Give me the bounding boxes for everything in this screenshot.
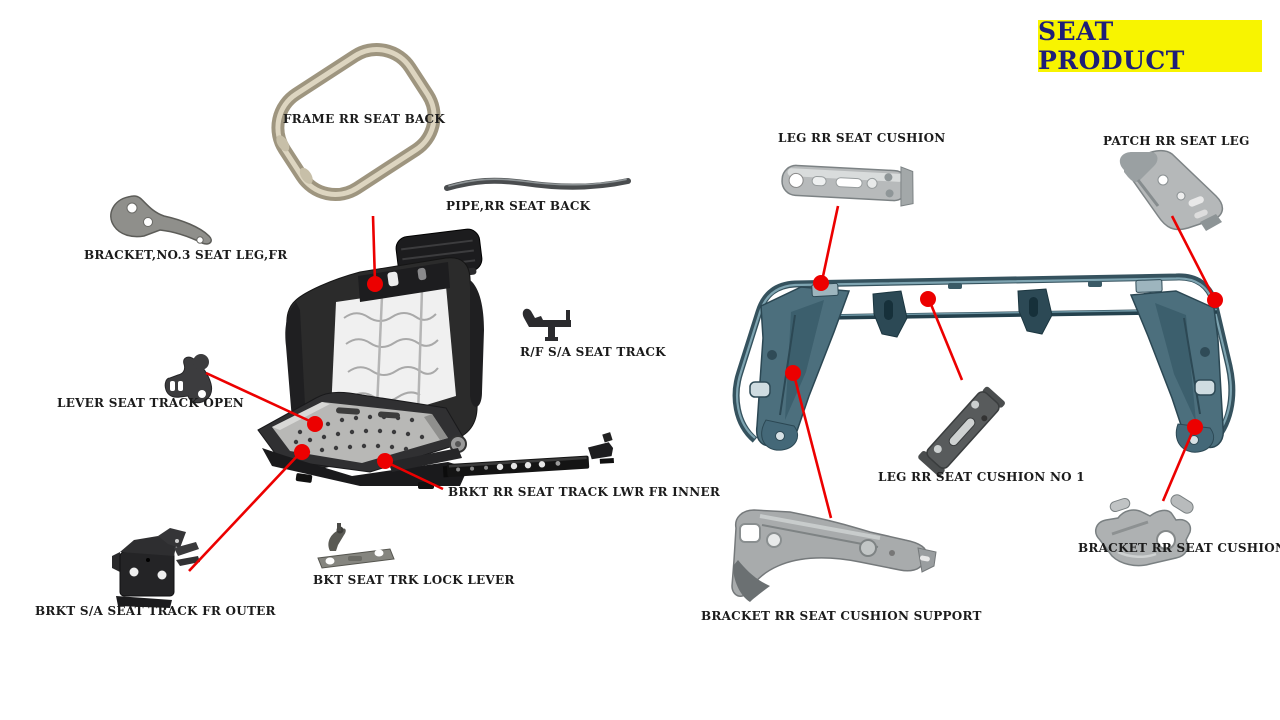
label-bkt-seat-trk-lock-lever: BKT SEAT TRK LOCK LEVER [313,573,515,587]
pipe-rr-seat-back-part [444,177,631,191]
callout-dots [294,275,1223,469]
callout-dot [367,276,383,292]
callout-dot [294,444,310,460]
leader-line [205,371,315,425]
leader-line [385,460,444,491]
callout-dot [920,291,936,307]
label-rf-sa-seat-track: R/F S/A SEAT TRACK [520,345,666,359]
callout-dot [1187,419,1203,435]
rf-sa-seat-track-part [522,308,571,341]
frame-rr-seat-back-part [271,43,441,201]
bracket-rr-seat-cushion-support-part [731,509,937,602]
leader-lines [188,205,1216,572]
leader-line [792,374,833,519]
leader-line [820,205,840,282]
patch-rr-seat-leg-part [1119,149,1224,231]
callout-dot [307,416,323,432]
callout-dot [813,275,829,291]
seat-assembly-illustration [257,228,484,489]
label-brkt-rr-seat-track-lwr-fr-inner: BRKT RR SEAT TRACK LWR FR INNER [448,485,721,499]
leader-line [1170,215,1216,299]
callout-dot [377,453,393,469]
label-frame-rr-seat-back: FRAME RR SEAT BACK [283,112,446,126]
page-title: SEAT PRODUCT [1038,17,1262,75]
label-leg-rr-seat-cushion: LEG RR SEAT CUSHION [778,131,946,145]
label-bracket-rr-seat-cushion: BRACKET RR SEAT CUSHION [1078,541,1280,555]
brkt-rr-seat-track-lwr-fr-inner-part [442,432,614,478]
lever-seat-track-open-part [164,354,213,404]
label-patch-rr-seat-leg: PATCH RR SEAT LEG [1103,134,1250,148]
label-lever-seat-track-open: LEVER SEAT TRACK OPEN [57,396,244,410]
leader-line [188,451,302,572]
brkt-sa-seat-track-fr-outer-part [112,528,200,608]
leg-rr-seat-cushion-no-1-part [918,386,1005,477]
label-bracket-rr-seat-cushion-support: BRACKET RR SEAT CUSHION SUPPORT [701,609,982,623]
label-bracket-no3-seat-leg-fr: BRACKET,NO.3 SEAT LEG,FR [84,248,288,262]
leg-rr-seat-cushion-part [781,164,914,207]
callout-dot [1207,292,1223,308]
label-brkt-sa-seat-track-fr-outer: BRKT S/A SEAT TRACK FR OUTER [35,604,276,618]
callout-dot [785,365,801,381]
leader-line [1161,427,1196,502]
bracket-rr-seat-cushion-part [1095,494,1194,567]
label-pipe-rr-seat-back: PIPE,RR SEAT BACK [446,199,591,213]
label-leg-rr-seat-cushion-no-1: LEG RR SEAT CUSHION NO 1 [878,470,1085,484]
rear-cushion-frame-illustration [732,273,1236,453]
leader-line [928,301,964,381]
leader-line [371,215,377,283]
bracket-no3-seat-leg-fr-part [110,195,212,245]
bkt-seat-trk-lock-lever-part [317,523,395,569]
